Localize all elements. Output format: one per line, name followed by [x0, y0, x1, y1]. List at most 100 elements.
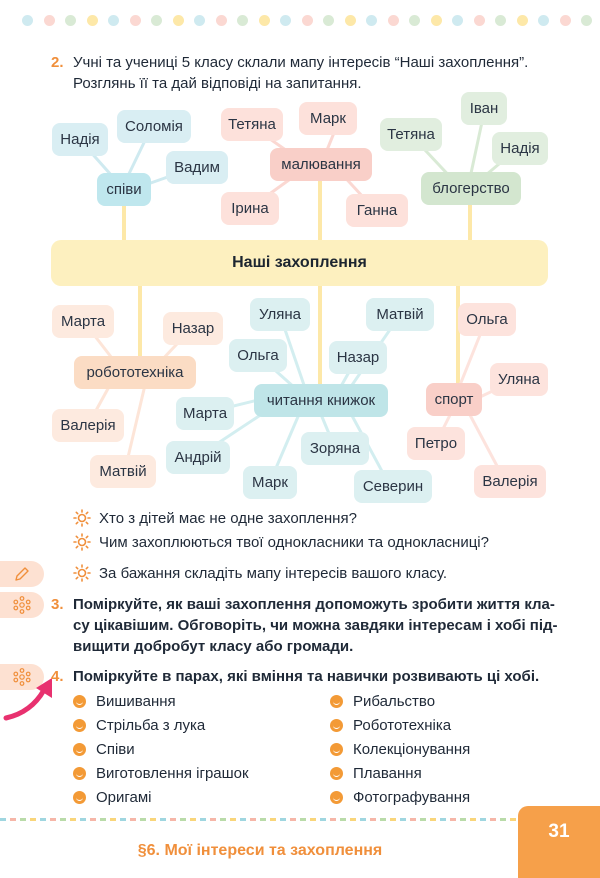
- sun-icon: [73, 564, 91, 582]
- footer-dash: [330, 818, 336, 821]
- footer-dash: [450, 818, 456, 821]
- footer-dash: [420, 818, 426, 821]
- decorative-dot: [129, 15, 141, 26]
- task-2: 2. Учні та учениці 5 класу склали мапу і…: [51, 52, 573, 94]
- decorative-dot: [258, 15, 270, 26]
- group-icon: [13, 668, 31, 686]
- decorative-dot: [409, 15, 420, 26]
- smiley-icon: [330, 743, 343, 756]
- name-bubble: Петро: [407, 427, 465, 460]
- footer-dash: [10, 818, 16, 821]
- footer-dash: [380, 818, 386, 821]
- footer-dash: [140, 818, 146, 821]
- footer-dash: [300, 818, 306, 821]
- footer-dash: [490, 818, 496, 821]
- footer-dash: [290, 818, 296, 821]
- hobby-label: Плавання: [353, 765, 422, 782]
- hobby-item: Оригамі: [73, 789, 152, 806]
- footer-dash: [250, 818, 256, 821]
- footer-dash: [510, 818, 516, 821]
- name-bubble: Ганна: [346, 194, 408, 227]
- hobby-item: Плавання: [330, 765, 422, 782]
- hub-reading: читання книжок: [254, 384, 388, 417]
- hobby-item: Рибальство: [330, 693, 435, 710]
- decorative-dot: [387, 15, 399, 26]
- question-1: Хто з дітей має не одне захоплення?: [73, 509, 357, 527]
- footer-dash: [480, 818, 486, 821]
- decorative-dot: [43, 15, 55, 26]
- hobby-label: Оригамі: [96, 789, 152, 806]
- name-bubble: Валерія: [52, 409, 124, 442]
- footer-dash: [440, 818, 446, 821]
- decorative-dot-row: [22, 15, 592, 26]
- smiley-icon: [330, 695, 343, 708]
- hobby-label: Виготовлення іграшок: [96, 765, 249, 782]
- hobby-item: Стрільба з лука: [73, 717, 205, 734]
- hobby-item: Вишивання: [73, 693, 176, 710]
- hobby-label: Стрільба з лука: [96, 717, 206, 734]
- footer-dash: [90, 818, 96, 821]
- arrow-icon: [3, 678, 52, 721]
- name-bubble: Валерія: [474, 465, 546, 498]
- hobby-item: Виготовлення іграшок: [73, 765, 249, 782]
- map-center: Наші захоплення: [51, 240, 548, 286]
- page-number: 31: [518, 806, 600, 878]
- task-3-line: Поміркуйте, як ваші захоплення допоможут…: [73, 596, 555, 613]
- hobby-label: Співи: [96, 741, 135, 758]
- decorative-dot: [65, 15, 76, 26]
- name-bubble: Надія: [492, 132, 548, 165]
- decorative-dot: [215, 15, 227, 26]
- footer-dash: [390, 818, 396, 821]
- name-bubble: Вадим: [166, 151, 228, 184]
- task-3-number: 3.: [51, 596, 64, 613]
- hobby-item: Співи: [73, 741, 135, 758]
- name-bubble: Марк: [243, 466, 297, 499]
- decorative-dot: [301, 15, 313, 26]
- name-bubble: Ольга: [458, 303, 516, 336]
- hub-singing: співи: [97, 173, 151, 206]
- footer-dash: [190, 818, 196, 821]
- footer-dash: [500, 818, 506, 821]
- name-bubble: Северин: [354, 470, 432, 503]
- footer-dash: [180, 818, 186, 821]
- question-text: Чим захоплюються твої однокласники та од…: [99, 533, 489, 551]
- question-2: Чим захоплюються твої однокласники та од…: [73, 533, 489, 551]
- smiley-icon: [330, 719, 343, 732]
- hub-robotics: робототехніка: [74, 356, 196, 389]
- decorative-dot: [495, 15, 506, 26]
- footer-dash: [270, 818, 276, 821]
- sun-icon: [73, 509, 91, 527]
- footer-dash: [280, 818, 286, 821]
- name-bubble: Надія: [52, 123, 108, 156]
- task-2-line-1: Учні та учениці 5 класу склали мапу інте…: [73, 54, 529, 71]
- decorative-dot: [237, 15, 248, 26]
- decorative-dot: [344, 15, 356, 26]
- name-bubble: Матвій: [90, 455, 156, 488]
- footer-dash: [200, 818, 206, 821]
- decorative-dot: [430, 15, 442, 26]
- name-bubble: Марк: [299, 102, 357, 135]
- decorative-dot: [538, 15, 549, 26]
- smiley-icon: [73, 719, 86, 732]
- name-bubble: Назар: [329, 341, 387, 374]
- footer-dash: [40, 818, 46, 821]
- footer-dash: [430, 818, 436, 821]
- footer-dash: [130, 818, 136, 821]
- decorative-dot: [22, 15, 33, 26]
- task-4-number: 4.: [51, 668, 64, 685]
- task-4-line: Поміркуйте в парах, які вміння та навичк…: [73, 668, 540, 685]
- footer-dash: [310, 818, 316, 821]
- task-4: 4. Поміркуйте в парах, які вміння та нав…: [51, 666, 578, 687]
- footer-dash: [150, 818, 156, 821]
- footer-dash: [230, 818, 236, 821]
- decorative-dot: [280, 15, 291, 26]
- group-icon: [13, 596, 31, 614]
- footer-dash: [370, 818, 376, 821]
- name-bubble: Назар: [163, 312, 223, 345]
- footer-dash-line: [0, 818, 516, 821]
- footer-dash: [80, 818, 86, 821]
- footer-dash: [210, 818, 216, 821]
- name-bubble: Уляна: [490, 363, 548, 396]
- name-bubble: Ольга: [229, 339, 287, 372]
- decorative-dot: [581, 15, 592, 26]
